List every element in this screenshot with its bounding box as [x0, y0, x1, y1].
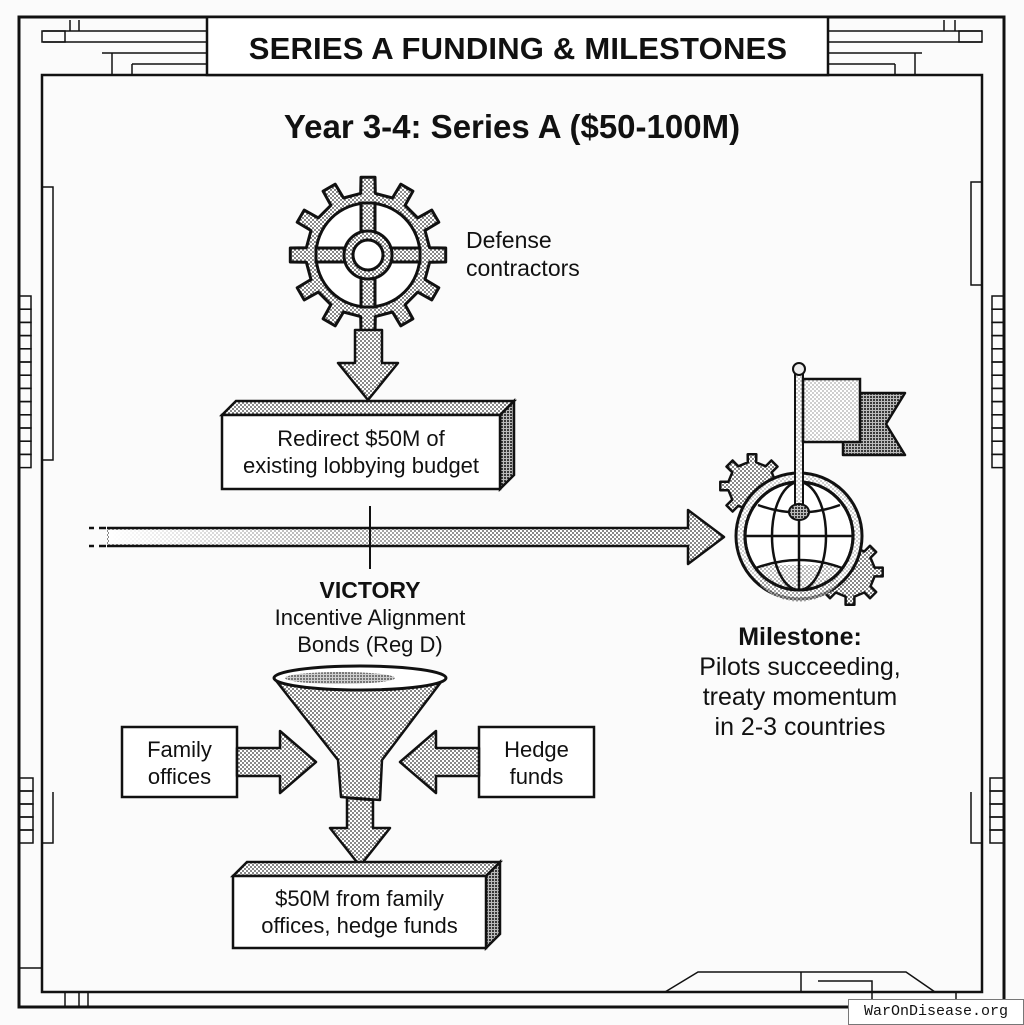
frame-ladder-right [991, 295, 1005, 469]
hedge-funds-text: Hedge funds [479, 736, 594, 790]
lobbying-budget-box [218, 397, 518, 493]
family-hedge-funds-box [229, 858, 504, 952]
victory-bonds-line1: Incentive Alignment [274, 605, 466, 630]
ladder-rung [991, 400, 1005, 416]
ladder-rung [18, 400, 32, 416]
frame-ladder-right-bottom [989, 777, 1005, 844]
family-hedge-funds-line2: offices, hedge funds [261, 913, 458, 938]
ladder-rung [18, 334, 32, 350]
family-hedge-funds-line1: $50M from family [275, 886, 444, 911]
gear-icon [288, 175, 448, 335]
family-hedge-funds-text: $50M from family offices, hedge funds [233, 885, 486, 939]
ladder-rung [989, 829, 1005, 844]
defense-contractors-line1: Defense [466, 227, 552, 253]
ladder-rung [989, 803, 1005, 818]
milestone-line3: in 2-3 countries [714, 713, 886, 741]
ladder-rung [991, 334, 1005, 350]
victory-label: VICTORY [319, 577, 421, 603]
ladder-rung [18, 308, 32, 324]
left-arrow-hedge [398, 729, 481, 795]
ladder-rung [991, 453, 1005, 469]
ladder-rung [18, 453, 32, 469]
section-subtitle: Year 3-4: Series A ($50-100M) [283, 108, 741, 145]
family-offices-text: Family offices [122, 736, 237, 790]
ladder-rung [18, 790, 34, 805]
right-arrow-family [235, 729, 318, 795]
ladder-rung [18, 374, 32, 390]
ladder-rung [989, 790, 1005, 805]
ladder-rung [18, 387, 32, 403]
hedge-funds-line2: funds [509, 764, 564, 789]
defense-contractors-line2: contractors [466, 255, 580, 281]
defense-contractors-label: Defense contractors [466, 226, 580, 282]
ladder-rung [991, 440, 1005, 456]
ladder-rung [991, 348, 1005, 363]
ladder-rung [18, 321, 32, 337]
ladder-rung [18, 440, 32, 456]
ladder-rung [18, 803, 34, 818]
hedge-funds-line1: Hedge [504, 737, 569, 762]
milestone-line2: treaty momentum [702, 683, 898, 711]
milestone-heading: Milestone: [738, 623, 862, 651]
ladder-rung [991, 387, 1005, 403]
ladder-rung [18, 361, 32, 376]
ladder-rung [991, 374, 1005, 390]
milestone-line1: Pilots succeeding, [699, 653, 901, 681]
ladder-rung [18, 829, 34, 844]
frame-ladder-left-bottom [18, 777, 34, 844]
ladder-rung [18, 777, 34, 792]
ladder-rung [18, 348, 32, 363]
ladder-rung [18, 295, 32, 310]
ladder-rung [989, 777, 1005, 792]
ladder-rung [991, 295, 1005, 310]
family-offices-line2: offices [147, 764, 212, 789]
frame-ladder-left [18, 295, 32, 469]
ladder-rung [18, 414, 32, 429]
ladder-rung [18, 427, 32, 442]
ladder-rung [991, 427, 1005, 442]
ladder-rung [989, 816, 1005, 831]
lobbying-budget-text: Redirect $50M of existing lobbying budge… [222, 425, 500, 479]
watermark-link[interactable]: WarOnDisease.org [848, 999, 1024, 1025]
ladder-rung [991, 321, 1005, 337]
ladder-rung [991, 414, 1005, 429]
down-arrow-top [336, 328, 400, 402]
down-arrow-bottom [328, 796, 392, 868]
ladder-rung [18, 816, 34, 831]
funnel-icon [272, 664, 448, 802]
victory-bonds-label: Incentive Alignment Bonds (Reg D) [230, 604, 510, 658]
lobbying-budget-line1: Redirect $50M of [277, 426, 445, 451]
decorative-frame [17, 15, 1006, 1009]
lobbying-budget-line2: existing lobbying budget [242, 453, 480, 478]
globe-flag-icon [719, 362, 907, 606]
ladder-rung [991, 361, 1005, 376]
timeline-arrow [89, 508, 726, 566]
page-title: SERIES A FUNDING & MILESTONES [248, 31, 788, 66]
ladder-rung [991, 308, 1005, 324]
family-offices-line1: Family [147, 737, 212, 762]
milestone-description: Pilots succeeding, treaty momentum in 2-… [670, 652, 930, 742]
victory-bonds-line2: Bonds (Reg D) [297, 632, 443, 657]
